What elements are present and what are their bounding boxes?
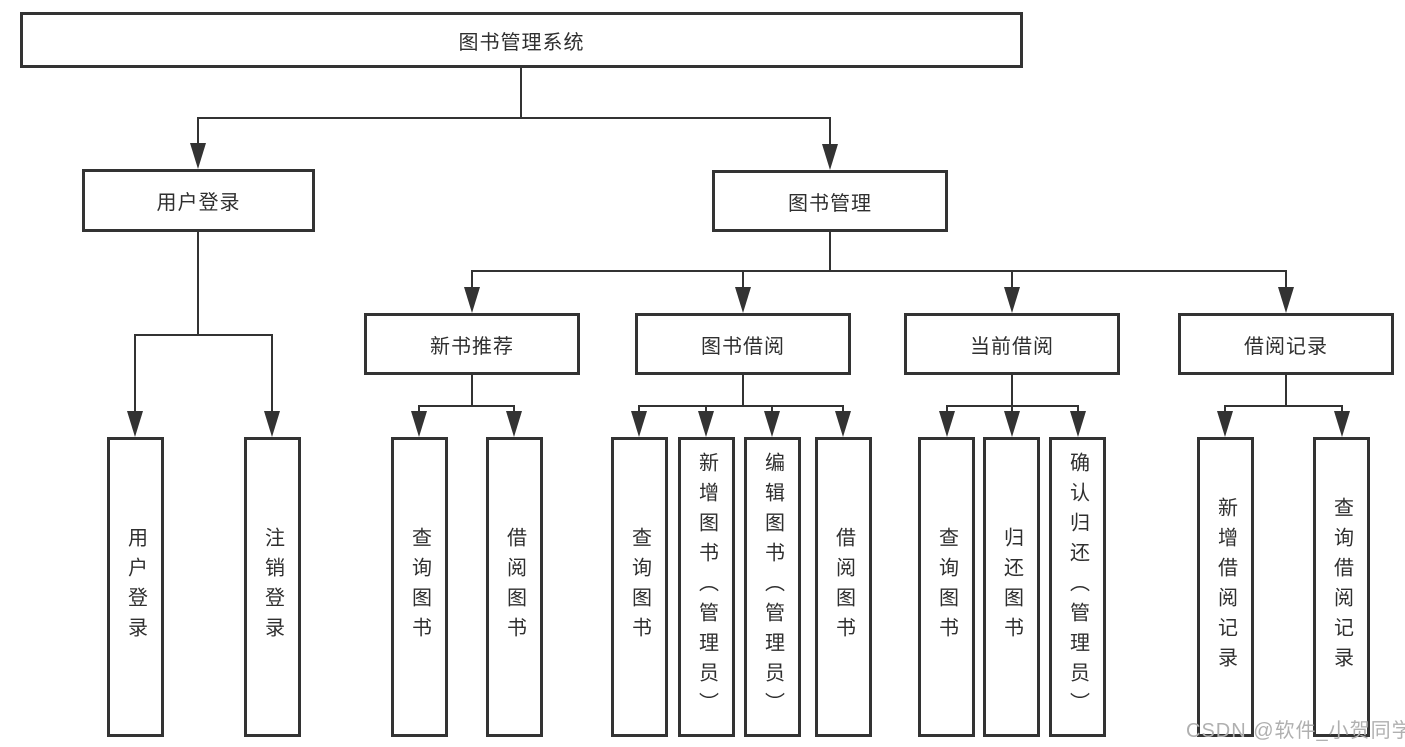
connector-line: [705, 406, 707, 414]
node-current-borrow-label: 当前借阅: [970, 335, 1054, 358]
leaf-borrow-books-label: 借阅图书: [832, 527, 855, 647]
connector-line: [197, 232, 199, 335]
leaf-confirm-return-admin-label: 确认归还（管理员）: [1066, 452, 1089, 722]
arrow-down-icon: [698, 411, 714, 437]
node-user-login: 用户登录: [82, 169, 315, 232]
leaf-logout-label: 注销登录: [261, 527, 284, 647]
node-root-library-system: 图书管理系统: [20, 12, 1023, 68]
arrow-down-icon: [835, 411, 851, 437]
arrow-down-icon: [1004, 411, 1020, 437]
connector-line: [197, 118, 199, 146]
node-book-borrow-label: 图书借阅: [701, 335, 785, 358]
connector-line: [1011, 406, 1013, 414]
arrow-down-icon: [631, 411, 647, 437]
arrow-down-icon: [411, 411, 427, 437]
connector-line: [742, 375, 744, 406]
leaf-add-borrow-record: 新增借阅记录: [1197, 437, 1254, 737]
leaf-return-books: 归还图书: [983, 437, 1040, 737]
node-book-management-label: 图书管理: [788, 192, 872, 215]
leaf-query-books-borrow: 查询图书: [611, 437, 668, 737]
arrow-down-icon: [822, 144, 838, 170]
arrow-down-icon: [1217, 411, 1233, 437]
leaf-edit-books-admin-label: 编辑图书（管理员）: [761, 452, 784, 722]
arrow-down-icon: [1334, 411, 1350, 437]
connector-line: [271, 335, 273, 415]
leaf-add-borrow-record-label: 新增借阅记录: [1214, 497, 1237, 677]
arrow-down-icon: [506, 411, 522, 437]
arrow-down-icon: [464, 287, 480, 313]
node-root-label: 图书管理系统: [458, 31, 585, 54]
connector-line: [1011, 375, 1013, 406]
arrow-down-icon: [1004, 287, 1020, 313]
leaf-query-borrow-record-label: 查询借阅记录: [1330, 497, 1353, 677]
leaf-return-books-label: 归还图书: [1000, 527, 1023, 647]
connector-line: [418, 406, 420, 414]
node-current-borrow: 当前借阅: [904, 313, 1120, 375]
connector-line: [520, 68, 522, 118]
node-new-book-recommend-label: 新书推荐: [430, 335, 514, 358]
leaf-query-books-label: 查询图书: [628, 527, 651, 647]
connector-line: [1224, 405, 1343, 407]
connector-line: [829, 118, 831, 146]
arrow-down-icon: [264, 411, 280, 437]
arrow-down-icon: [1070, 411, 1086, 437]
arrow-down-icon: [764, 411, 780, 437]
connector-line: [134, 335, 136, 415]
leaf-query-books-current: 查询图书: [918, 437, 975, 737]
node-new-book-recommend: 新书推荐: [364, 313, 580, 375]
connector-line: [471, 375, 473, 406]
connector-line: [742, 271, 744, 291]
arrow-down-icon: [939, 411, 955, 437]
connector-line: [1224, 406, 1226, 414]
node-book-management: 图书管理: [712, 170, 948, 232]
connector-line: [197, 117, 831, 119]
leaf-user-login: 用户登录: [107, 437, 164, 737]
leaf-user-login-label: 用户登录: [124, 527, 147, 647]
connector-line: [1285, 375, 1287, 406]
node-borrow-records: 借阅记录: [1178, 313, 1394, 375]
connector-line: [829, 232, 831, 271]
connector-line: [638, 406, 640, 414]
connector-line: [842, 406, 844, 414]
connector-line: [134, 334, 273, 336]
csdn-watermark: CSDN @软件_小贺同学: [1186, 720, 1405, 742]
leaf-add-books-admin-label: 新增图书（管理员）: [695, 452, 718, 722]
connector-line: [1077, 406, 1079, 414]
leaf-query-borrow-record: 查询借阅记录: [1313, 437, 1370, 737]
connector-line: [471, 270, 1287, 272]
connector-line: [638, 405, 844, 407]
leaf-borrow-books-label: 借阅图书: [503, 527, 526, 647]
arrow-down-icon: [127, 411, 143, 437]
node-book-borrow: 图书借阅: [635, 313, 851, 375]
node-user-login-label: 用户登录: [156, 192, 241, 214]
arrow-down-icon: [735, 287, 751, 313]
connector-line: [418, 405, 515, 407]
node-borrow-records-label: 借阅记录: [1244, 335, 1328, 358]
connector-line: [946, 406, 948, 414]
connector-line: [1285, 271, 1287, 291]
connector-line: [771, 406, 773, 414]
connector-line: [1341, 406, 1343, 414]
connector-line: [471, 271, 473, 291]
leaf-logout: 注销登录: [244, 437, 301, 737]
connector-line: [1011, 271, 1013, 291]
leaf-query-books-newbook: 查询图书: [391, 437, 448, 737]
leaf-query-books-label: 查询图书: [408, 527, 431, 647]
leaf-edit-books-admin: 编辑图书（管理员）: [744, 437, 801, 737]
leaf-borrow-books-borrow: 借阅图书: [815, 437, 872, 737]
leaf-add-books-admin: 新增图书（管理员）: [678, 437, 735, 737]
leaf-confirm-return-admin: 确认归还（管理员）: [1049, 437, 1106, 737]
arrow-down-icon: [1278, 287, 1294, 313]
connector-line: [513, 406, 515, 414]
leaf-query-books-label: 查询图书: [935, 527, 958, 647]
leaf-borrow-books-newbook: 借阅图书: [486, 437, 543, 737]
arrow-down-icon: [190, 143, 206, 169]
